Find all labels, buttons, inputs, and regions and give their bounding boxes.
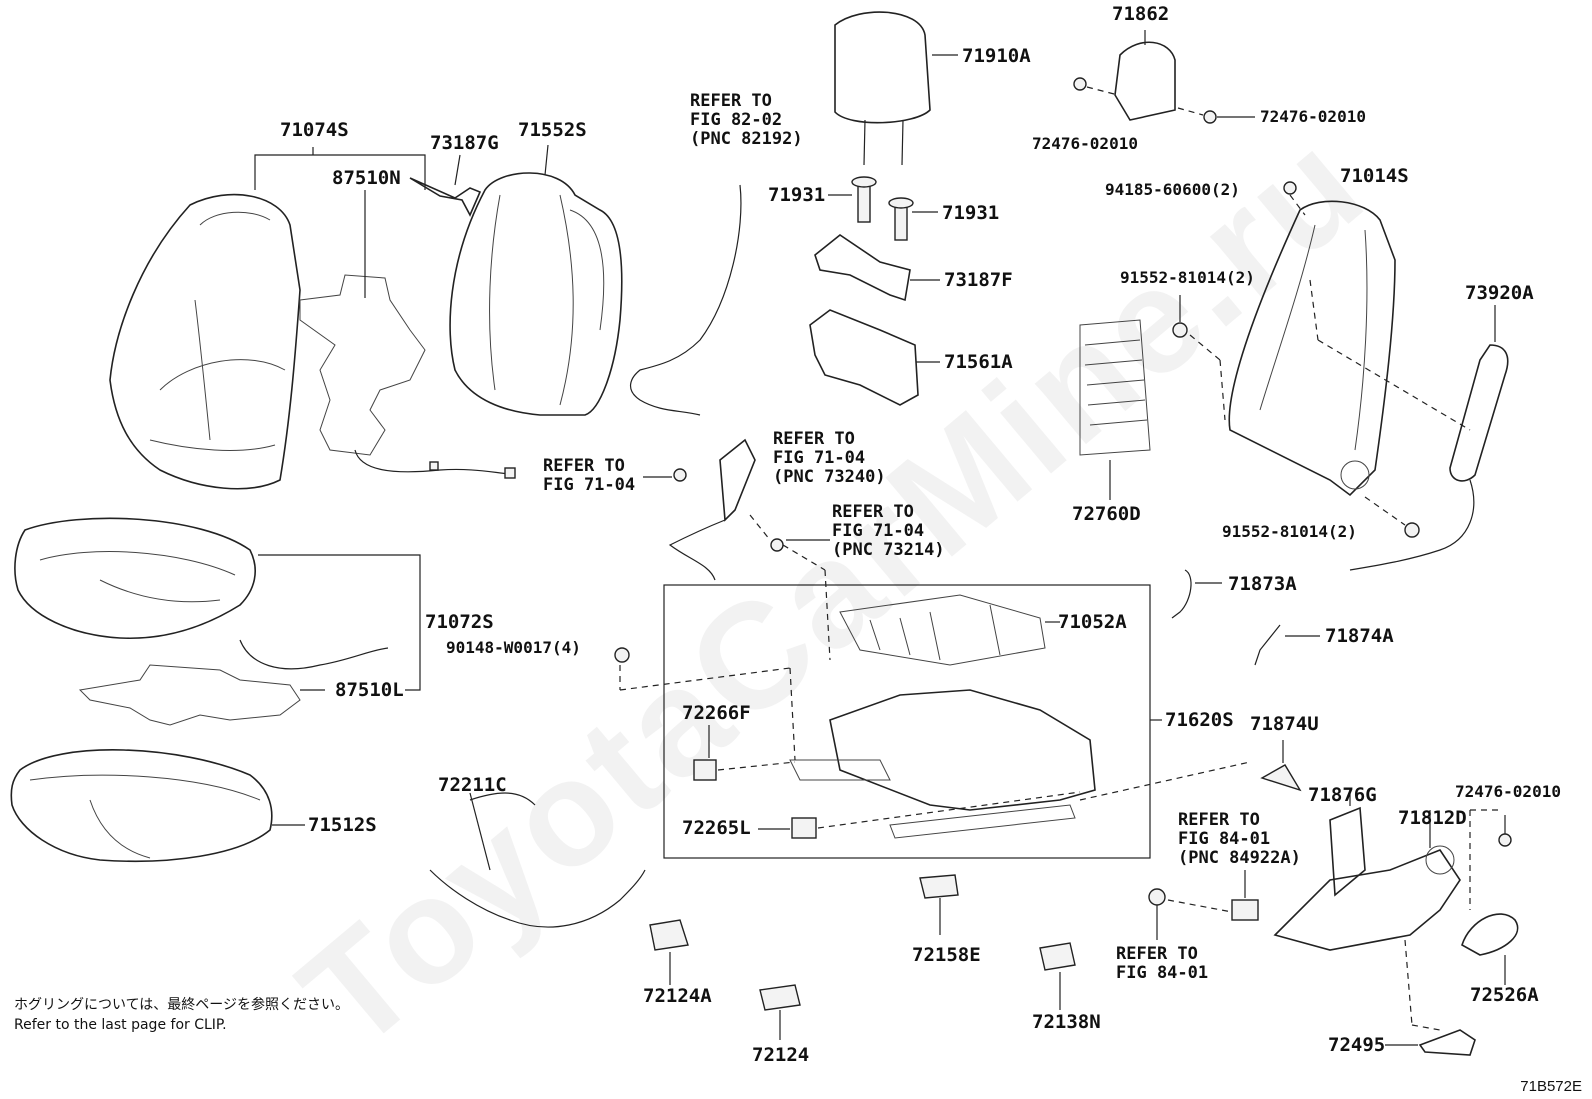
part-label-94185: 94185-60600(2) [1105,180,1240,199]
headrest-drawing [834,11,958,166]
part-72265l-drawing [791,817,817,839]
part-label-71072s: 71072S [425,611,494,633]
part-label-71074s: 71074S [280,119,349,141]
part-label-72476-right: 72476-02010 [1260,107,1366,126]
switch-84922a-drawing [1231,899,1259,921]
part-label-71862: 71862 [1112,3,1170,25]
part-label-87510n: 87510N [332,167,401,189]
bracket-73187f-drawing [814,234,911,302]
part-label-72124a: 72124A [643,985,712,1007]
ref-fig-84-01: REFER TO FIG 84-01 [1116,944,1209,983]
part-label-72158e: 72158E [912,944,981,966]
seat-back-frame-drawing [1228,200,1396,497]
part-71876g-drawing [1329,806,1366,897]
part-label-87510l: 87510L [335,679,404,701]
part-label-73187f: 73187F [944,269,1013,291]
wire-72211c-drawing [429,792,646,928]
ref-fig-84-01-pnc84922a: REFER TO FIG 84-01 (PNC 84922A) [1178,810,1301,868]
seat-back-spring-drawing [1079,319,1151,500]
headrest-guides-drawing [828,176,938,241]
seat-cushion-heater-drawing [78,639,389,726]
part-label-90148: 90148-W0017(4) [446,638,581,657]
part-label-71512s: 71512S [308,814,377,836]
part-label-72265l: 72265L [682,817,751,839]
part-label-71874u: 71874U [1250,713,1319,735]
cover-71874u-drawing [1260,764,1302,792]
part-label-71552s: 71552S [518,119,587,141]
part-label-71052a: 71052A [1058,611,1127,633]
part-label-73187g: 73187G [430,132,499,154]
part-label-72476-left: 72476-02010 [1032,134,1138,153]
seat-track-frame-box [663,584,1151,859]
seat-adjuster-drawing [829,689,1096,811]
part-72266f-drawing [693,759,717,781]
seat-back-cover-drawing [109,193,301,490]
harness-82-02-drawing [630,184,742,416]
part-label-72138n: 72138N [1032,1011,1101,1033]
seat-back-heater-pad-drawing [299,274,516,479]
part-72495-drawing [1418,1029,1476,1056]
clip-72124a-drawing [649,919,689,951]
part-label-73920a: 73920A [1465,282,1534,304]
part-label-71873a: 71873A [1228,573,1297,595]
note-english: Refer to the last page for CLIP. [14,1017,227,1033]
part-71874a-drawing [1254,624,1281,666]
cover-71862-drawing [1114,41,1176,121]
ref-fig-71-04-pnc73214: REFER TO FIG 71-04 (PNC 73214) [832,502,945,560]
part-label-71014s: 71014S [1340,165,1409,187]
part-label-72526a: 72526A [1470,984,1539,1006]
ref-fig-82-02: REFER TO FIG 82-02 (PNC 82192) [690,91,803,149]
bracket-73187g-drawing [409,177,482,217]
seat-back-pad-drawing [449,172,623,416]
part-label-71876g: 71876G [1308,784,1377,806]
part-label-72476-lower: 72476-02010 [1455,782,1561,801]
note-japanese: ホグリングについては、最終ページを参照ください。 [14,997,350,1013]
part-71873a-drawing [1171,569,1192,619]
part-label-71561a: 71561A [944,351,1013,373]
part-label-71931-b: 71931 [942,202,1000,224]
seat-shield-drawing [1273,849,1461,951]
seat-cushion-cover-drawing [14,517,421,691]
seat-cushion-pad-drawing [10,749,305,863]
part-label-72211c: 72211C [438,774,507,796]
clip-72158e-drawing [919,874,959,899]
belt-buckle-drawing [719,438,756,522]
figure-code: 71B572E [1520,1078,1582,1095]
cover-71561a-drawing [809,309,919,406]
clip-72124-drawing [759,984,801,1011]
clip-72138n-drawing [1039,942,1076,971]
knob-72526a-drawing [1461,913,1519,956]
part-label-71620s: 71620S [1165,709,1234,731]
ref-fig-71-04-pnc73240: REFER TO FIG 71-04 (PNC 73240) [773,429,886,487]
part-label-72124: 72124 [752,1044,810,1066]
part-label-72760d: 72760D [1072,503,1141,525]
part-label-71910a: 71910A [962,45,1031,67]
part-label-71812d: 71812D [1398,807,1467,829]
part-label-71874a: 71874A [1325,625,1394,647]
part-label-71931-a: 71931 [768,184,826,206]
part-label-72266f: 72266F [682,702,751,724]
part-label-72495: 72495 [1328,1034,1386,1056]
part-label-91552-bottom: 91552-81014(2) [1222,522,1357,541]
side-airbag-drawing [1349,305,1509,571]
ref-fig-71-04: REFER TO FIG 71-04 [543,456,636,495]
part-label-91552-top: 91552-81014(2) [1120,268,1255,287]
cushion-spring-drawing [839,594,1046,666]
